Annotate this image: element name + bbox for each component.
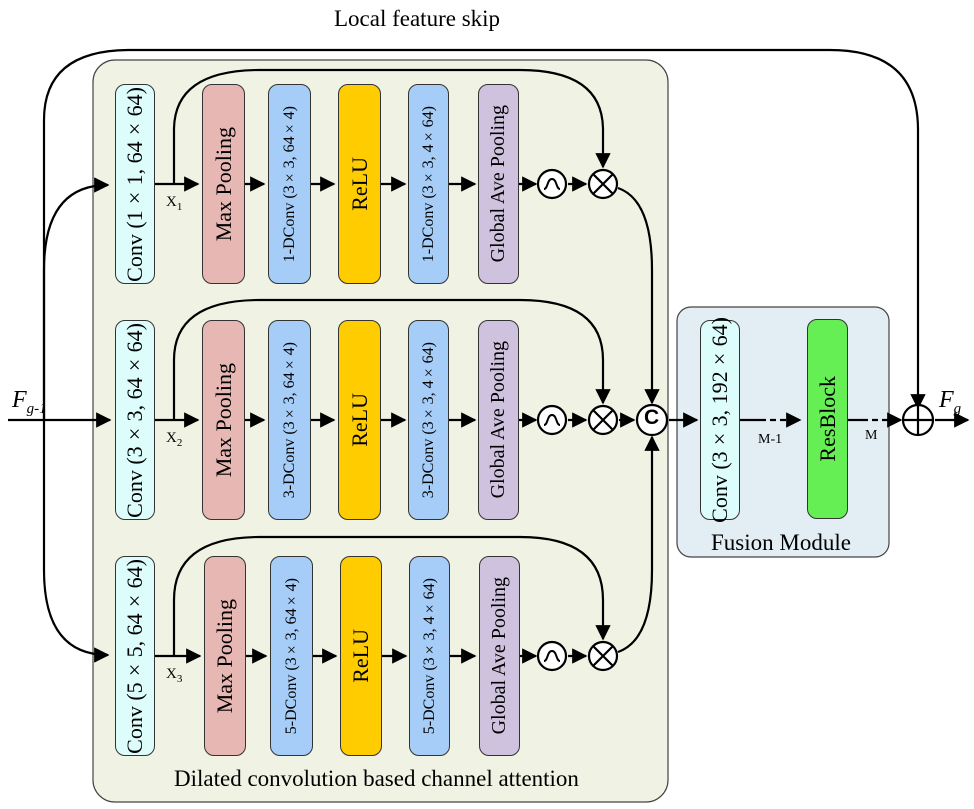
concat-label: C bbox=[644, 406, 660, 429]
local-feature-skip-label: Local feature skip bbox=[334, 6, 501, 31]
branch-3-global-ave-pooling: Global Ave Pooling bbox=[479, 556, 520, 756]
branch-3-max-pooling: Max Pooling bbox=[204, 556, 246, 756]
local-feature-skip-line bbox=[42, 48, 926, 420]
sigmoid-icons bbox=[536, 168, 568, 672]
concat-icon bbox=[635, 403, 669, 437]
branch-3-conv: Conv (5×5, 64×64) bbox=[115, 556, 155, 756]
branch-1-conv: Conv (1×1, 64×64) bbox=[115, 84, 155, 284]
branch-2-dconv-2: 3-DConv (3×3, 4×64) bbox=[408, 320, 449, 520]
dilated-attention-caption: Dilated convolution based channel attent… bbox=[174, 766, 579, 791]
branch-3-dconv-1: 5-DConv (3×3, 64×4) bbox=[270, 556, 313, 756]
m-label: M bbox=[865, 428, 878, 443]
resblock: ResBlock bbox=[807, 319, 848, 519]
output-label: Fg bbox=[939, 387, 962, 417]
x1-label: X1 bbox=[166, 194, 183, 213]
branch-2-max-pooling: Max Pooling bbox=[202, 320, 245, 520]
fusion-conv: Conv (3×3, 192×64) bbox=[700, 317, 740, 523]
x3-label: X3 bbox=[166, 666, 183, 685]
m-minus-1-label: M-1 bbox=[758, 432, 783, 447]
branch-2-relu: ReLU bbox=[338, 320, 381, 520]
branch-3-relu: ReLU bbox=[340, 556, 382, 756]
branch-1-relu: ReLU bbox=[338, 84, 381, 284]
branch-2-global-ave-pooling: Global Ave Pooling bbox=[478, 320, 519, 520]
branch-1-dconv-2: 1-DConv (3×3, 4×64) bbox=[408, 84, 449, 284]
sigmoid-icon bbox=[536, 640, 568, 672]
input-label: Fg-1 bbox=[12, 387, 47, 417]
branch-2-conv: Conv (3×3, 64×64) bbox=[115, 320, 155, 520]
branch-2-dconv-1: 3-DConv (3×3, 64×4) bbox=[268, 320, 311, 520]
branch-3-dconv-2: 5-DConv (3×3, 4×64) bbox=[409, 556, 450, 756]
branch-1-max-pooling: Max Pooling bbox=[202, 84, 245, 284]
sigmoid-icon bbox=[536, 168, 568, 200]
fusion-module-label: Fusion Module bbox=[711, 530, 851, 555]
split-to-branch-3 bbox=[42, 420, 110, 663]
x2-label: X2 bbox=[166, 430, 183, 449]
branch-1-global-ave-pooling: Global Ave Pooling bbox=[478, 84, 519, 284]
sigmoid-icon bbox=[536, 404, 568, 436]
branch-1-dconv-1: 1-DConv (3×3, 64×4) bbox=[268, 84, 311, 284]
